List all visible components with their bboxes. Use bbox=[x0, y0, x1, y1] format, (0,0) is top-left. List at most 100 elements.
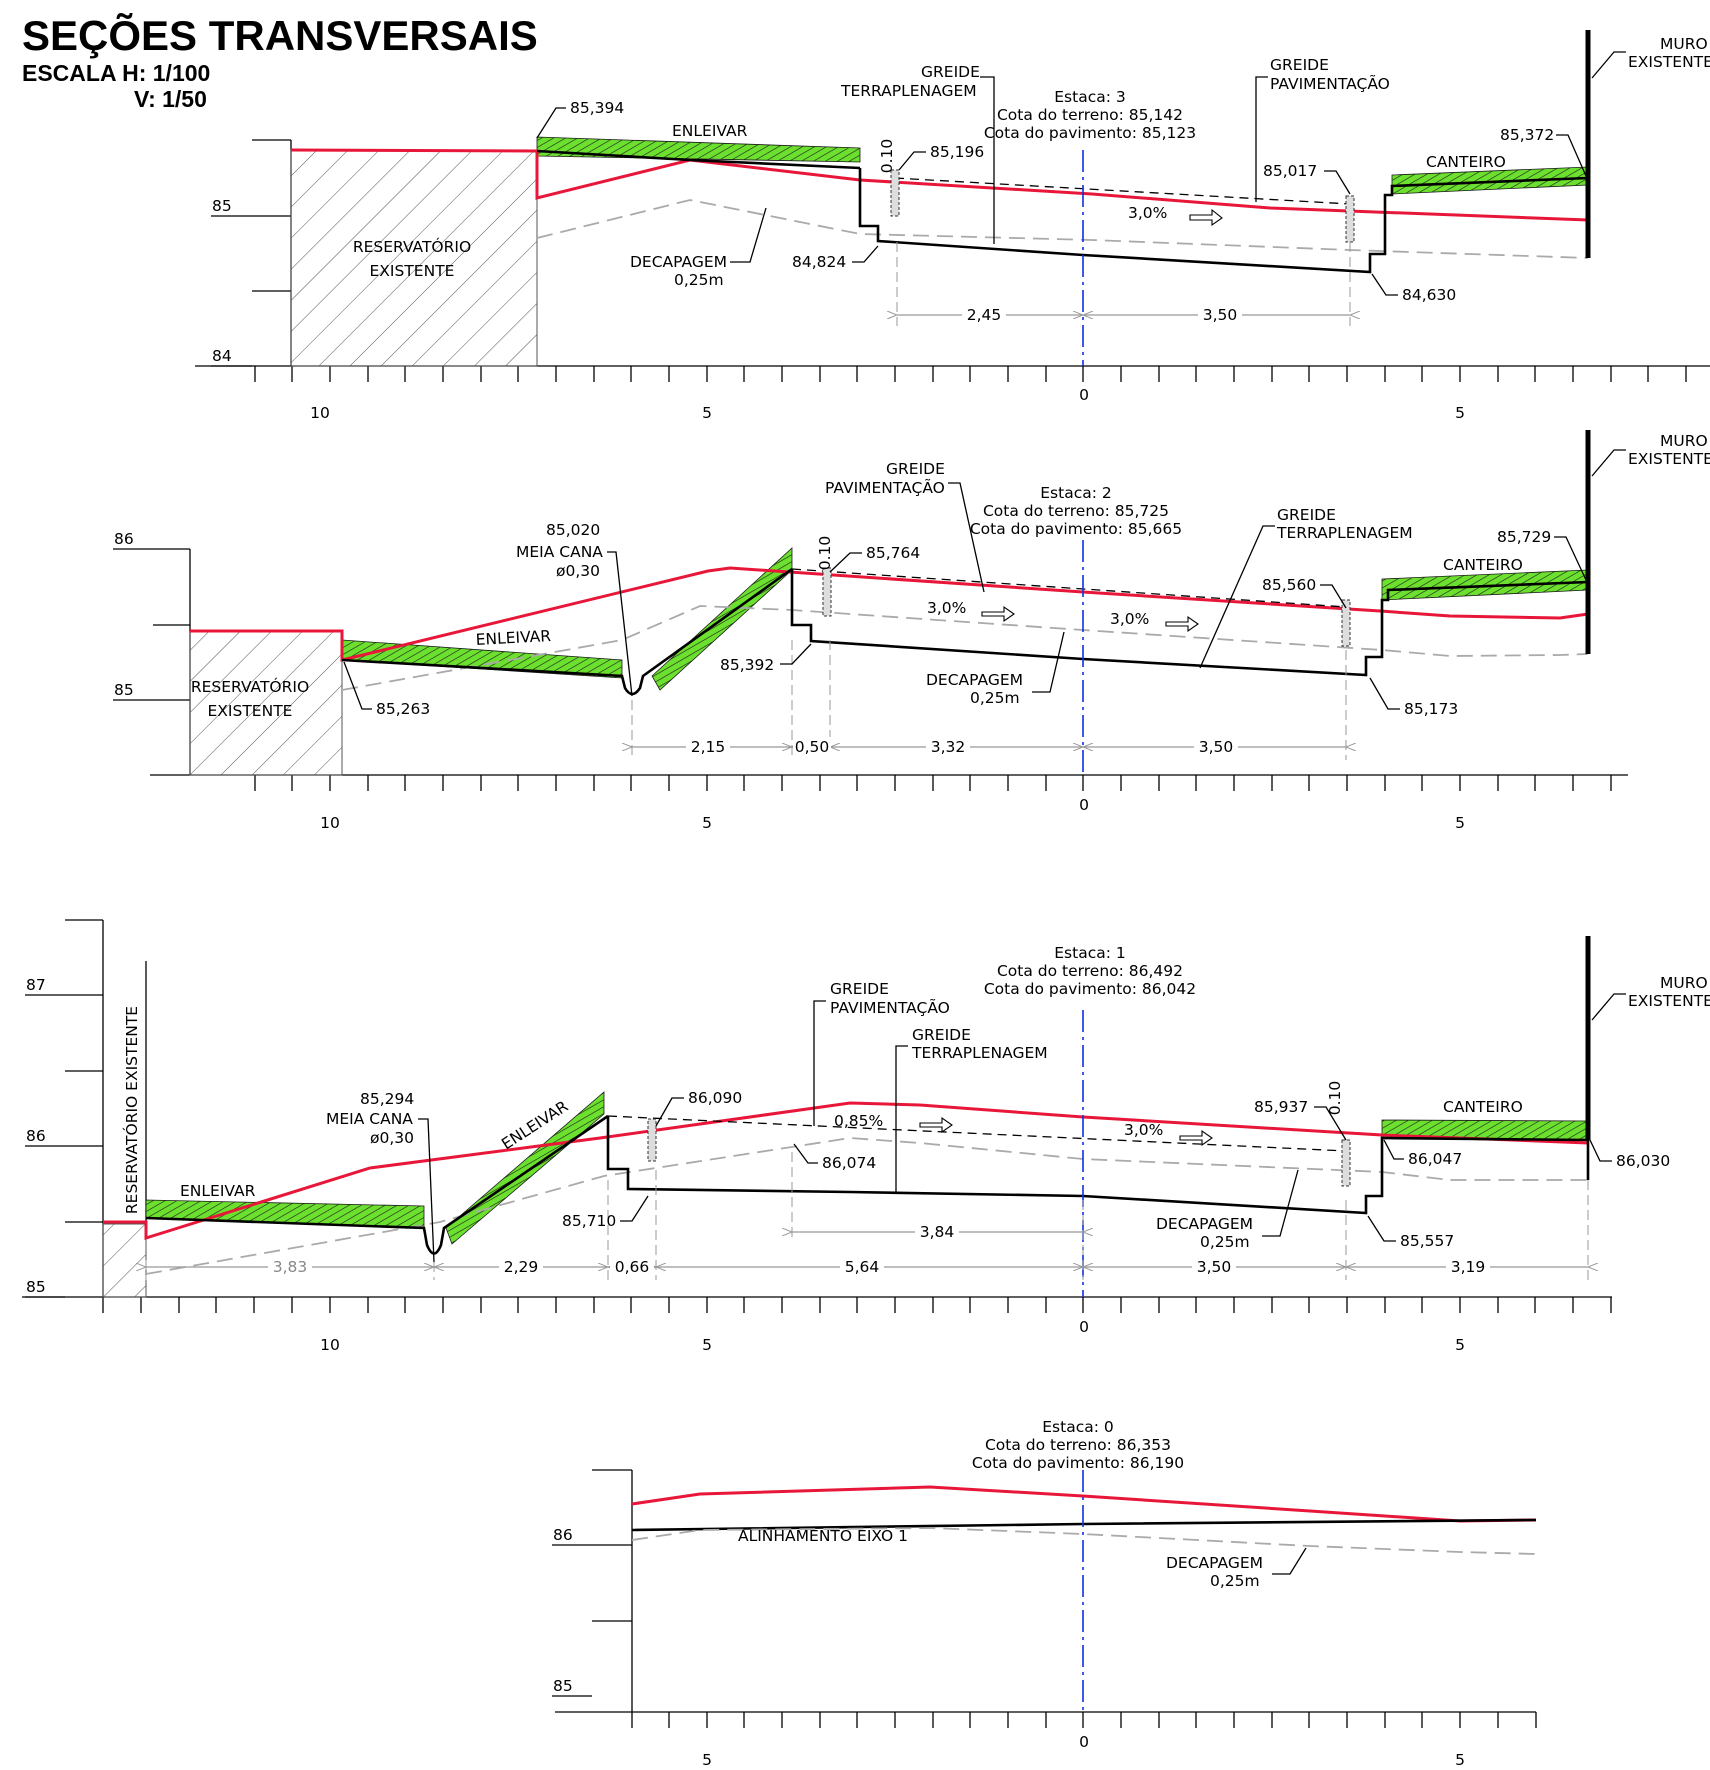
paving-grade bbox=[894, 177, 1351, 205]
reservoir-label: RESERVATÓRIO bbox=[191, 677, 309, 696]
curb-right bbox=[1345, 195, 1355, 243]
dimension-label: 3,83 bbox=[273, 1258, 308, 1276]
slope-arrow-icon bbox=[1189, 208, 1223, 227]
x-tick-label: 5 bbox=[1455, 814, 1465, 832]
reservoir-label: EXISTENTE bbox=[208, 702, 293, 720]
curb-right bbox=[1341, 1139, 1351, 1187]
y-tick-label: 85 bbox=[553, 1677, 573, 1695]
x-tick-label: 0 bbox=[1079, 1318, 1089, 1336]
decapagem-depth: 0,25m bbox=[1210, 1572, 1260, 1590]
x-tick-label: 0 bbox=[1079, 1733, 1089, 1751]
decapagem-label: DECAPAGEM bbox=[1166, 1554, 1263, 1572]
dimension-label: 0,50 bbox=[795, 738, 830, 756]
horizontal-ticks bbox=[631, 1712, 1537, 1728]
pavimentacao-label: PAVIMENTAÇÃO bbox=[825, 478, 945, 497]
elevation-label: 85,557 bbox=[1400, 1232, 1454, 1250]
pavimentacao-label: PAVIMENTAÇÃO bbox=[830, 998, 950, 1017]
curb-height-label: 0.10 bbox=[816, 536, 834, 571]
cota-pavimento: Cota do pavimento: 85,665 bbox=[970, 520, 1182, 538]
elevation-label: 84,824 bbox=[792, 253, 846, 271]
x-tick-label: 0 bbox=[1079, 796, 1089, 814]
paving-grade bbox=[607, 1115, 1347, 1152]
greide-label: GREIDE bbox=[830, 980, 889, 998]
greide-label: GREIDE bbox=[886, 460, 945, 478]
terraplenagem-label: TERRAPLENAGEM bbox=[1276, 524, 1413, 542]
estaca-label: Estaca: 3 bbox=[1054, 88, 1125, 106]
decapagem-line bbox=[536, 199, 1589, 259]
dimension-label: 5,64 bbox=[845, 1258, 880, 1276]
greide-label: GREIDE bbox=[1270, 56, 1329, 74]
terrain-profile bbox=[631, 1485, 1537, 1523]
muro-label: EXISTENTE bbox=[1628, 53, 1710, 71]
elevation-label: 85,392 bbox=[720, 656, 774, 674]
elevation-label: 86,074 bbox=[822, 1154, 876, 1172]
muro-label: EXISTENTE bbox=[1628, 992, 1710, 1010]
curb-height-label: 0.10 bbox=[1326, 1081, 1344, 1116]
elevation-label: 85,173 bbox=[1404, 700, 1458, 718]
reservoir-label: RESERVATÓRIO EXISTENTE bbox=[122, 1006, 141, 1214]
decapagem-label: DECAPAGEM bbox=[630, 253, 727, 271]
decapagem-line bbox=[145, 1137, 1588, 1275]
slope-label: 3,0% bbox=[1124, 1121, 1163, 1139]
enleivar-label: ENLEIVAR bbox=[475, 627, 551, 649]
dimension-label: 3,50 bbox=[1203, 306, 1238, 324]
y-tick-label: 84 bbox=[212, 347, 232, 365]
elevation-label: 85,294 bbox=[360, 1090, 414, 1108]
horizontal-scale: ESCALA H: 1/100 bbox=[22, 60, 211, 86]
muro-label: MURO bbox=[1660, 432, 1708, 450]
dimension-label: 3,19 bbox=[1451, 1258, 1486, 1276]
terrain-profile bbox=[290, 148, 1589, 222]
enleivar-grass-slope bbox=[445, 1091, 605, 1245]
elevation-label: 85,937 bbox=[1254, 1098, 1308, 1116]
greide-label: GREIDE bbox=[1277, 506, 1336, 524]
horizontal-ticks bbox=[254, 775, 1612, 791]
canteiro-label: CANTEIRO bbox=[1426, 153, 1506, 171]
x-tick-label: 5 bbox=[1455, 1336, 1465, 1354]
canteiro-label: CANTEIRO bbox=[1443, 556, 1523, 574]
x-tick-label: 10 bbox=[320, 1336, 340, 1354]
slope-arrow-icon bbox=[919, 1116, 953, 1134]
x-tick-label: 5 bbox=[1455, 404, 1465, 422]
dimension-label: 3,50 bbox=[1197, 1258, 1232, 1276]
slope-arrow-icon bbox=[1165, 615, 1199, 633]
x-tick-label: 5 bbox=[702, 1336, 712, 1354]
elevation-label: 85,017 bbox=[1263, 162, 1317, 180]
elevation-label: 85,196 bbox=[930, 143, 984, 161]
meia-cana-label: MEIA CANA bbox=[326, 1110, 413, 1128]
decapagem-label: DECAPAGEM bbox=[1156, 1215, 1253, 1233]
muro-label: EXISTENTE bbox=[1628, 450, 1710, 468]
enleivar-label: ENLEIVAR bbox=[180, 1182, 256, 1200]
slope-arrow-icon bbox=[981, 605, 1015, 623]
cota-terreno: Cota do terreno: 86,353 bbox=[985, 1436, 1171, 1454]
terraplenagem-label: TERRAPLENAGEM bbox=[840, 82, 977, 100]
cota-pavimento: Cota do pavimento: 85,123 bbox=[984, 124, 1196, 142]
canteiro-label: CANTEIRO bbox=[1443, 1098, 1523, 1116]
elevation-label: 84,630 bbox=[1402, 286, 1456, 304]
cota-terreno: Cota do terreno: 85,142 bbox=[997, 106, 1183, 124]
existing-reservoir bbox=[102, 1223, 147, 1298]
enleivar-label: ENLEIVAR bbox=[672, 122, 748, 140]
elevation-label: 85,764 bbox=[866, 544, 920, 562]
alinhamento-label: ALINHAMENTO EIXO 1 bbox=[738, 1527, 908, 1545]
x-tick-label: 5 bbox=[702, 814, 712, 832]
terraplenagem-outline bbox=[790, 569, 1589, 677]
elevation-label: 85,560 bbox=[1262, 576, 1316, 594]
meia-cana-label: MEIA CANA bbox=[516, 543, 603, 561]
cota-pavimento: Cota do pavimento: 86,190 bbox=[972, 1454, 1184, 1472]
estaca-label: Estaca: 0 bbox=[1042, 1418, 1113, 1436]
cota-terreno: Cota do terreno: 85,725 bbox=[983, 502, 1169, 520]
x-tick-label: 10 bbox=[320, 814, 340, 832]
paving-grade bbox=[791, 568, 1347, 608]
y-tick-label: 85 bbox=[26, 1278, 46, 1296]
pavimentacao-label: PAVIMENTAÇÃO bbox=[1270, 74, 1390, 93]
elevation-label: 85,710 bbox=[562, 1212, 616, 1230]
elevation-label: 85,020 bbox=[546, 521, 600, 539]
slope-label: 3,0% bbox=[1128, 204, 1167, 222]
slope-label: 3,0% bbox=[1110, 610, 1149, 628]
elevation-label: 86,030 bbox=[1616, 1152, 1670, 1170]
curb-height-label: 0.10 bbox=[878, 139, 896, 174]
decapagem-label: DECAPAGEM bbox=[926, 671, 1023, 689]
curb-left bbox=[890, 169, 900, 217]
enleivar-grass-left bbox=[536, 136, 861, 163]
